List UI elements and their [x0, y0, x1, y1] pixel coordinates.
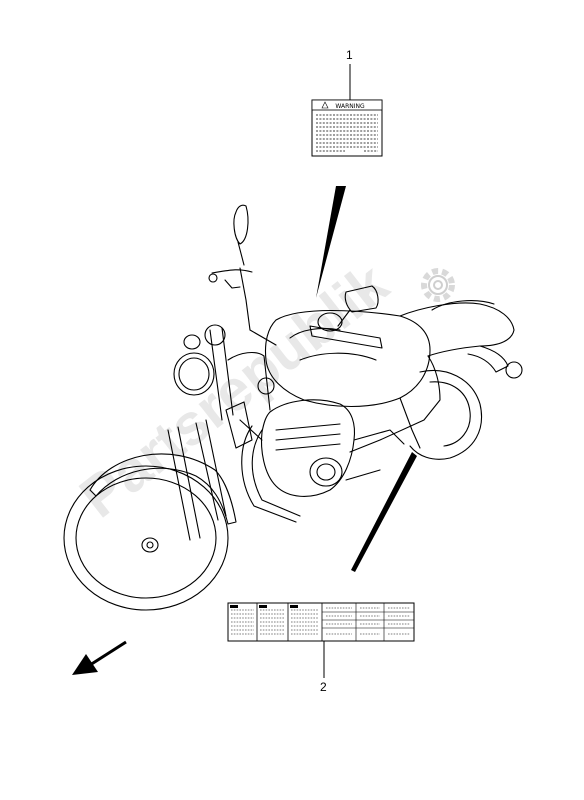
pointer-line-icon	[351, 452, 417, 572]
callout-number-1: 1	[346, 48, 353, 62]
info-label-text-lines	[231, 607, 410, 635]
pointer-line-icon	[316, 186, 346, 298]
motorcycle-drawing	[63, 204, 523, 611]
gear-icon	[421, 268, 455, 302]
warning-label-part: WARNING	[311, 99, 383, 157]
callout-number-2: 2	[320, 680, 327, 694]
warning-triangle-icon	[321, 101, 329, 109]
direction-arrow-icon	[72, 640, 127, 675]
warning-text-lines	[316, 114, 378, 152]
warning-label-header: WARNING	[335, 103, 365, 110]
info-label-sheet-part	[227, 602, 415, 642]
watermark-text: Partsrepublik	[68, 250, 401, 530]
